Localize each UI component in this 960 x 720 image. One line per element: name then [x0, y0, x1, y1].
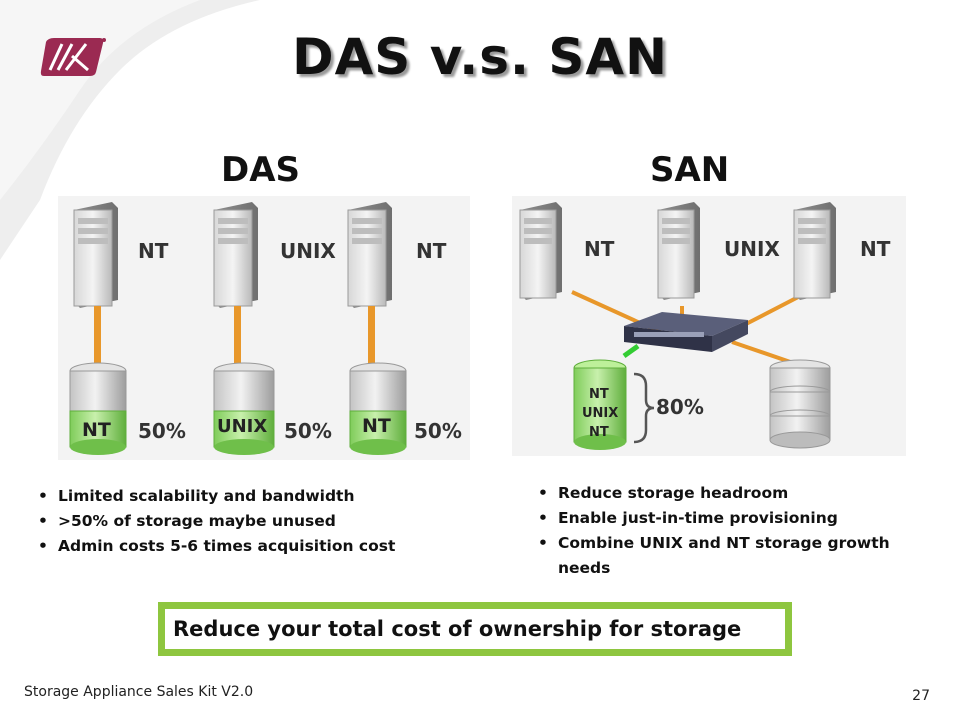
das-heading: DAS: [221, 150, 301, 190]
san-shared-disk-label: UNIX: [582, 406, 618, 421]
server-tower-icon: [519, 202, 562, 300]
tagline-box: Reduce your total cost of ownership for …: [158, 602, 792, 656]
server-tower-icon: [347, 202, 392, 308]
das-bullet: Admin costs 5-6 times acquisition cost: [34, 534, 404, 559]
das-disk-label: UNIX: [217, 416, 267, 437]
san-link: [622, 343, 640, 359]
das-link: [94, 306, 101, 366]
disk-stack-icon: [213, 362, 275, 455]
das-bullet: >50% of storage maybe unused: [34, 509, 404, 534]
server-tower-icon: [213, 202, 258, 308]
san-bullet-list: Reduce storage headroom Enable just-in-t…: [534, 481, 894, 581]
san-bullet: Reduce storage headroom: [534, 481, 894, 506]
san-utilization: 80%: [656, 395, 704, 419]
das-bullet: Limited scalability and bandwidth: [34, 484, 404, 509]
company-logo: [40, 38, 106, 76]
san-bullet: Combine UNIX and NT storage growth needs: [534, 531, 894, 581]
disk-stack-icon: [573, 359, 627, 450]
fc-switch-icon: [624, 312, 748, 352]
san-link: [745, 292, 805, 326]
san-server-label: UNIX: [724, 237, 780, 261]
server-tower-icon: [657, 202, 700, 300]
das-diagram: NT NT 50% UNIX UNIX 50% NT NT: [58, 196, 470, 460]
san-bullet: Enable just-in-time provisioning: [534, 506, 894, 531]
san-server-label: NT: [860, 237, 891, 261]
san-shared-disk-label: NT: [589, 387, 609, 402]
disk-stack-icon: [349, 362, 407, 455]
disk-stack-icon: [769, 359, 831, 449]
das-disk-label: NT: [82, 419, 111, 441]
footer-text: Storage Appliance Sales Kit V2.0: [24, 684, 254, 700]
das-disk-utilization: 50%: [138, 419, 186, 443]
tagline-text: Reduce your total cost of ownership for …: [163, 607, 787, 651]
san-server-label: NT: [584, 237, 615, 261]
san-shared-disk-label: NT: [589, 425, 609, 440]
san-diagram: NT UNIX NT NT UNIX NT 80%: [512, 196, 906, 456]
brace-icon: [633, 372, 655, 444]
das-server-label: NT: [416, 239, 447, 263]
das-link: [368, 306, 375, 366]
page-number: 27: [912, 688, 930, 704]
das-bullet-list: Limited scalability and bandwidth >50% o…: [34, 484, 404, 559]
das-disk-utilization: 50%: [414, 419, 462, 443]
disk-stack-icon: [69, 362, 127, 455]
das-server-label: UNIX: [280, 239, 336, 263]
server-tower-icon: [793, 202, 836, 300]
san-heading: SAN: [650, 150, 730, 190]
slide-title: DAS v.s. SAN: [292, 28, 668, 86]
das-link: [234, 306, 241, 366]
das-server-label: NT: [138, 239, 169, 263]
server-tower-icon: [73, 202, 118, 308]
das-disk-label: NT: [362, 415, 391, 437]
das-disk-utilization: 50%: [284, 419, 332, 443]
